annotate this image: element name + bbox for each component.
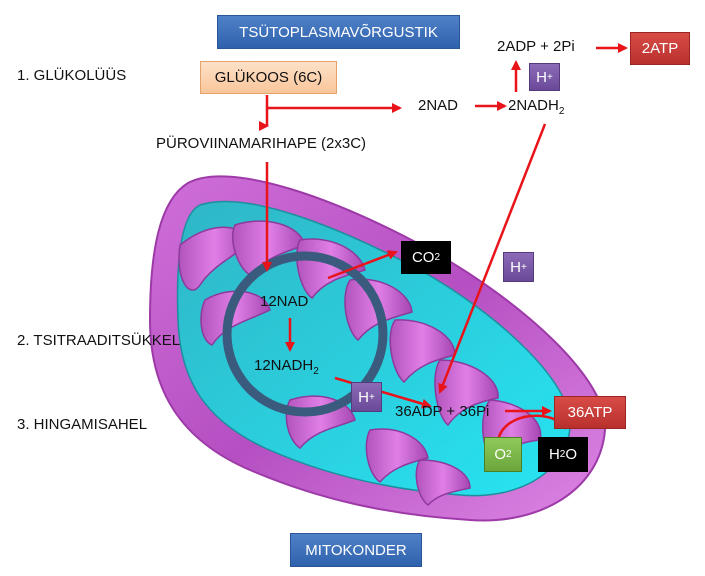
node-2nadh2-text: 2NADH	[508, 97, 559, 114]
stage-respiratory-chain: 3. HINGAMISAHEL	[17, 416, 148, 433]
node-2nadh2: 2NADH2	[508, 97, 564, 117]
node-12nadh2-sub: 2	[313, 366, 319, 377]
proton-badge-bottom: H+	[351, 382, 382, 412]
proton-top-text: H	[536, 68, 547, 86]
proton-mid-text: H	[510, 258, 521, 276]
node-36adp: 36ADP + 36Pi	[395, 403, 490, 420]
stage-citric-cycle: 2. TSITRAADITSÜKKEL	[17, 332, 181, 349]
co2-text: CO	[411, 249, 435, 266]
proton-top-sup: +	[547, 71, 553, 83]
proton-bottom-text: H	[358, 388, 369, 406]
h2o-pre: H	[548, 446, 560, 463]
stage-glycolysis: 1. GLÜKOLÜÜS	[17, 67, 127, 84]
node-pyruvate: PÜROVIINAMARIHAPE (2x3C)	[156, 135, 367, 152]
co2-sub: 2	[434, 252, 441, 263]
h2o-sub: 2	[559, 449, 566, 460]
proton-badge-mid: H+	[503, 252, 534, 282]
o2-sub: 2	[506, 449, 512, 460]
mitochondrion-illustration	[148, 175, 607, 522]
arrow-12nadh2-to-36adp	[334, 376, 432, 409]
proton-bottom-sup: +	[369, 391, 375, 403]
node-2adp: 2ADP + 2Pi	[497, 38, 575, 55]
node-2nad: 2NAD	[418, 97, 459, 114]
arrow-2nadh2-to-36adp	[438, 123, 547, 394]
node-12nadh2: 12NADH2	[254, 357, 319, 377]
o2-text: O	[494, 446, 507, 463]
proton-badge-top: H+	[529, 63, 560, 91]
node-36atp: 36ATP	[554, 396, 626, 429]
h2o-post: O	[565, 446, 578, 463]
citric-cycle-ring	[222, 251, 388, 417]
flow-arrows	[262, 43, 628, 441]
mitochondrion-label: MITOKONDER	[290, 533, 422, 567]
proton-mid-sup: +	[521, 261, 527, 273]
node-2nadh2-sub: 2	[558, 106, 565, 117]
node-12nadh2-text: 12NADH	[254, 357, 314, 374]
arrow-cycle-to-co2	[327, 250, 398, 280]
node-12nad: 12NAD	[260, 293, 309, 310]
node-glucose: GLÜKOOS (6C)	[200, 61, 337, 94]
cytoplasm-label: TSÜTOPLASMAVÕRGUSTIK	[217, 15, 460, 49]
node-2atp: 2ATP	[630, 32, 690, 65]
